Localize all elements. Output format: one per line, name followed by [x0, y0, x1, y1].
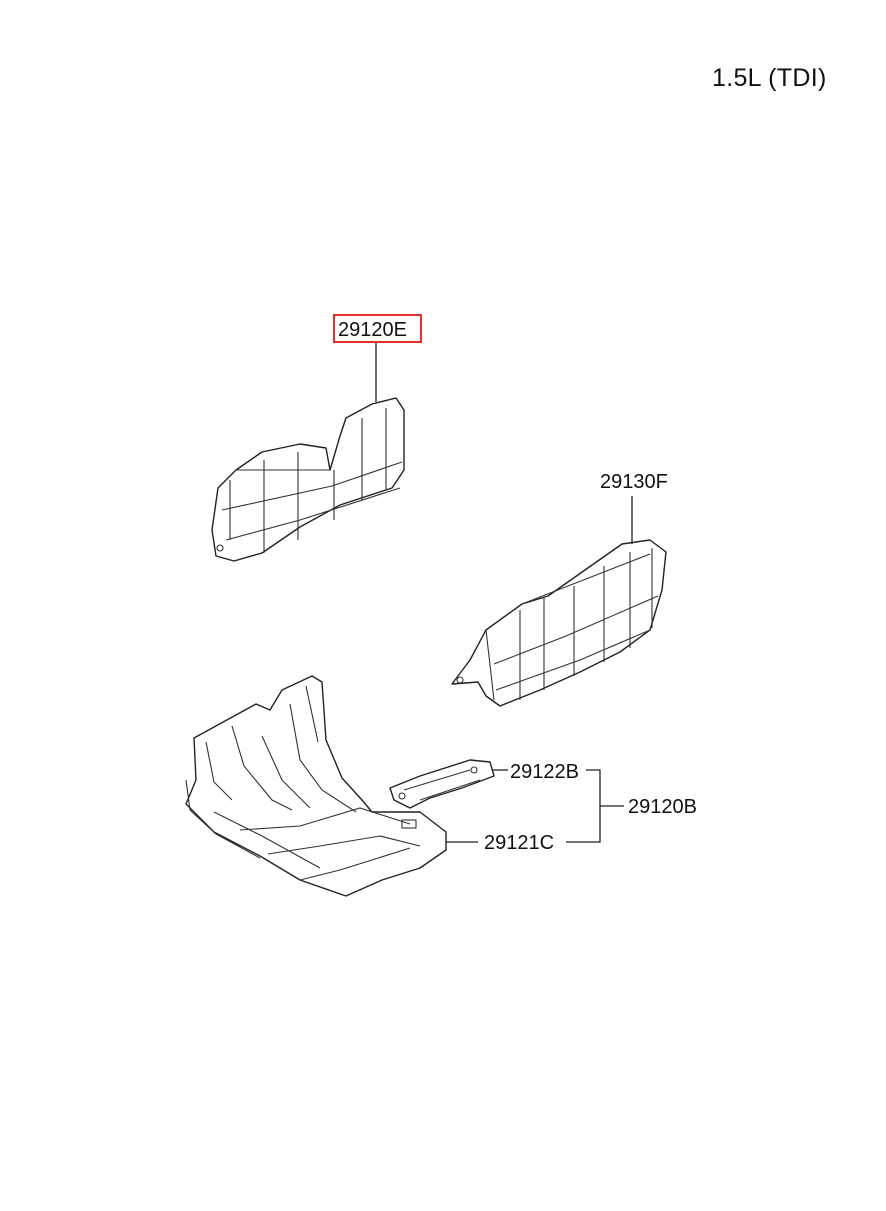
highlight-box	[333, 314, 422, 343]
bracket-part[interactable]	[389, 759, 495, 809]
assembly-group-bracket	[566, 769, 624, 843]
upper-cover-part[interactable]	[211, 397, 405, 562]
under-cover-part[interactable]	[185, 675, 447, 897]
callout-assembly[interactable]: 29120B	[628, 796, 697, 818]
callout-upper-cover[interactable]: 29120E	[338, 319, 407, 341]
callout-under-cover[interactable]: 29121C	[484, 832, 554, 854]
side-cover-part[interactable]	[451, 539, 667, 707]
callout-side-cover[interactable]: 29130F	[600, 471, 668, 493]
callout-bracket[interactable]: 29122B	[510, 761, 579, 783]
engine-variant-label: 1.5L (TDI)	[712, 64, 827, 92]
